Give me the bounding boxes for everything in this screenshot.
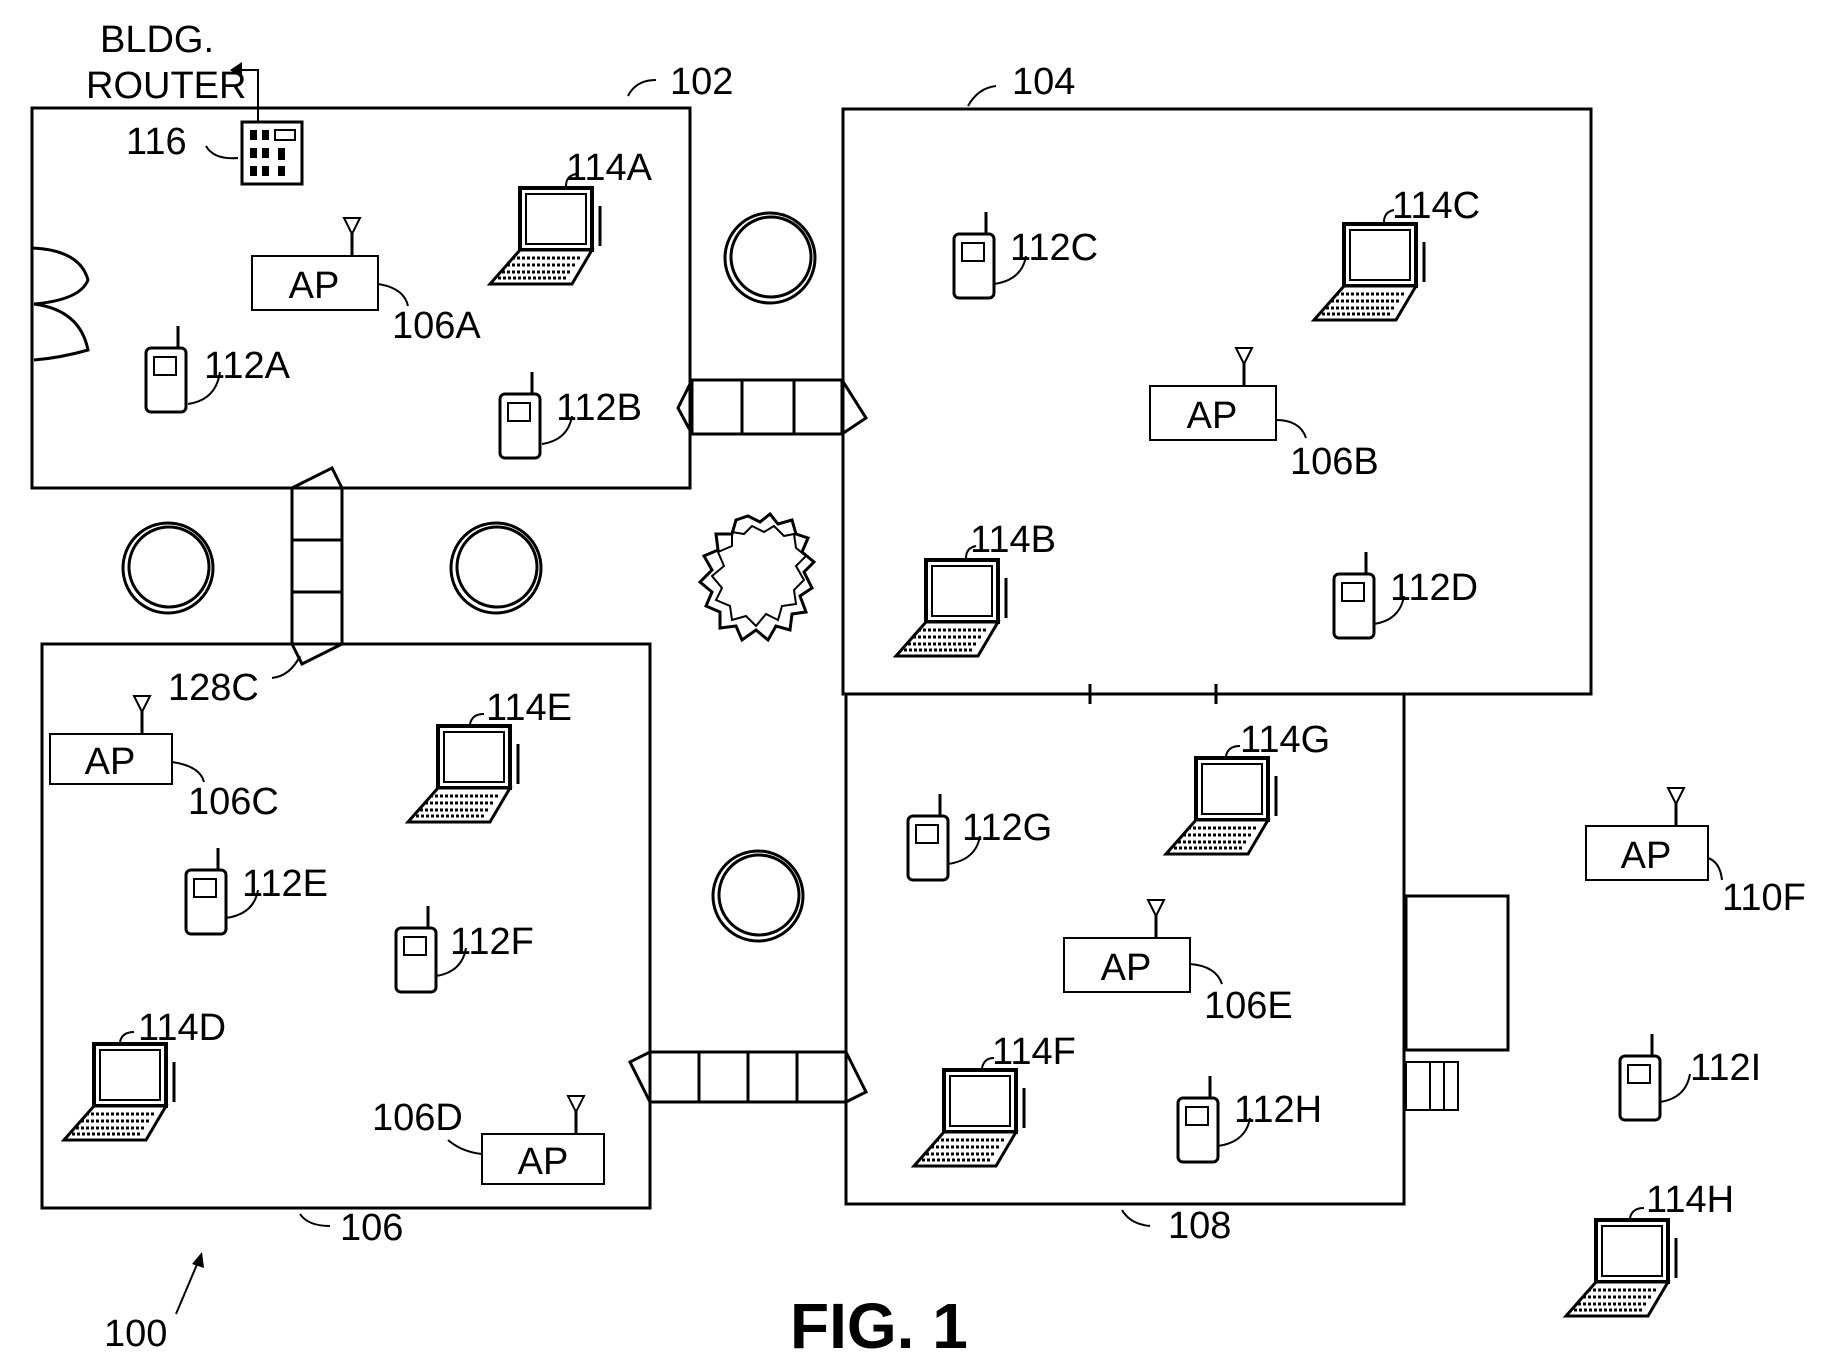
laptop-ref-114G: 114G	[1240, 719, 1330, 761]
laptop-114A-icon	[490, 188, 600, 284]
phone-112B-icon	[500, 372, 540, 458]
room-label-102: 102	[670, 61, 733, 103]
phone-112E-icon	[186, 848, 226, 934]
phone-112G-icon	[908, 794, 948, 880]
laptop-114H-icon	[1566, 1220, 1676, 1316]
walkway-106-108	[630, 1052, 866, 1102]
tree-4	[713, 851, 803, 941]
system-ref-100: 100	[104, 1313, 167, 1355]
phone-ref-112D: 112D	[1390, 567, 1478, 609]
phone-ref-112A: 112A	[204, 345, 291, 387]
room-label-104: 104	[1012, 61, 1075, 103]
ap-ref-106A: 106A	[392, 305, 481, 347]
laptop-ref-114D: 114D	[138, 1007, 226, 1049]
tree-2	[123, 523, 213, 613]
room-label-106: 106	[340, 1207, 403, 1249]
laptop-114E-icon	[408, 726, 518, 822]
ap-ref-106C: 106C	[188, 781, 279, 823]
laptop-ref-114F: 114F	[992, 1031, 1076, 1073]
access-point-106E: AP	[1064, 900, 1190, 992]
door-102-left	[32, 248, 88, 360]
phone-ref-112H: 112H	[1234, 1089, 1322, 1131]
room-label-108: 108	[1168, 1205, 1231, 1247]
bush	[700, 514, 814, 640]
door-label-128C: 128C	[168, 667, 259, 709]
ap-ref-110F: 110F	[1722, 877, 1806, 919]
annex-room	[1406, 896, 1508, 1050]
ap-ref-106D: 106D	[372, 1097, 463, 1139]
access-point-106D: AP	[482, 1096, 604, 1184]
laptop-ref-114B: 114B	[970, 519, 1056, 561]
door-annex	[1406, 1062, 1458, 1110]
router-ref: 116	[126, 121, 187, 163]
phone-ref-112B: 112B	[556, 387, 642, 429]
phone-ref-112G: 112G	[962, 807, 1052, 849]
access-point-106A: AP	[252, 218, 378, 310]
ap-ref-106B: 106B	[1290, 441, 1379, 483]
phone-ref-112E: 112E	[242, 863, 328, 905]
access-point-106C: AP	[50, 696, 172, 784]
svg-text:AP: AP	[1187, 395, 1238, 437]
svg-text:AP: AP	[1621, 835, 1672, 877]
laptop-ref-114H: 114H	[1646, 1179, 1734, 1221]
laptop-114C-icon	[1314, 224, 1424, 320]
svg-text:AP: AP	[289, 265, 340, 307]
router-label-line1: BLDG.	[100, 19, 214, 61]
figure-label: FIG. 1	[790, 1290, 968, 1362]
laptop-ref-114E: 114E	[486, 687, 572, 729]
laptop-ref-114C: 114C	[1392, 185, 1480, 227]
phone-ref-112F: 112F	[450, 921, 534, 963]
phone-ref-112C: 112C	[1010, 227, 1098, 269]
door-128C	[292, 468, 342, 664]
tree-3	[451, 523, 541, 613]
laptop-114G-icon	[1166, 758, 1276, 854]
svg-text:AP: AP	[85, 741, 136, 783]
svg-text:AP: AP	[1101, 947, 1152, 989]
router-label-line2: ROUTER	[86, 65, 246, 107]
tree-1	[725, 213, 815, 303]
access-point-110F: AP	[1586, 788, 1708, 880]
access-point-106B: AP	[1150, 348, 1276, 440]
laptop-114F-icon	[914, 1070, 1024, 1166]
phone-112H-icon	[1178, 1076, 1218, 1162]
laptop-114D-icon	[64, 1044, 174, 1140]
ap-ref-106E: 106E	[1204, 985, 1293, 1027]
phone-112F-icon	[396, 906, 436, 992]
svg-text:AP: AP	[518, 1141, 569, 1183]
laptop-ref-114A: 114A	[566, 147, 653, 189]
walkway-102-104	[678, 380, 866, 434]
phone-ref-112I: 112I	[1690, 1047, 1761, 1089]
laptop-114B-icon	[896, 560, 1006, 656]
phone-112I-icon	[1620, 1034, 1660, 1120]
phone-112D-icon	[1334, 552, 1374, 638]
phone-112A-icon	[146, 326, 186, 412]
phone-112C-icon	[954, 212, 994, 298]
